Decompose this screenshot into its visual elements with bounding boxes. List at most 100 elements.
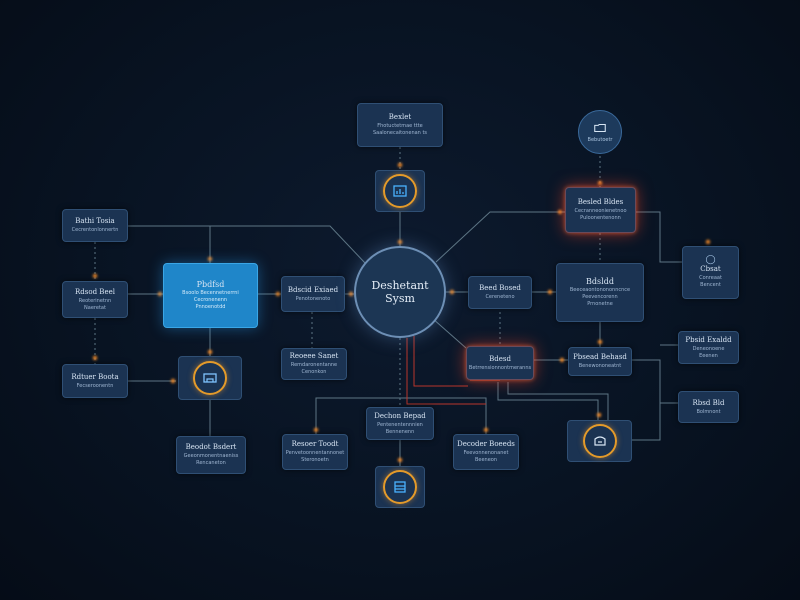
port-dot bbox=[557, 209, 563, 215]
connector bbox=[497, 382, 599, 420]
node-subtitle: Deneonoene Eeenen bbox=[692, 345, 725, 359]
connector bbox=[435, 211, 565, 263]
node-subtitle: Cecrentonlonnertn bbox=[71, 227, 119, 233]
node-right-small[interactable]: Pbsead Behasd Benewononeatnt bbox=[568, 347, 632, 376]
node-subtitle: Beeceaontonononncnce Peevencorenn Prnone… bbox=[569, 287, 631, 307]
port-dot bbox=[597, 180, 603, 186]
connector bbox=[315, 397, 487, 434]
node-title: Pbsid Exaldd bbox=[685, 335, 732, 344]
node-title: Bdscid Exiaed bbox=[287, 285, 339, 294]
port-dot bbox=[348, 291, 354, 297]
red-connector bbox=[406, 338, 486, 405]
network-icon: ◯ bbox=[705, 255, 716, 265]
node-mid-left-2[interactable]: Reoeee Sanet Remdaronentanne Cenonkon bbox=[281, 348, 347, 380]
port-dot bbox=[207, 256, 213, 262]
node-title: Pbsead Behasd bbox=[573, 353, 627, 361]
folder-icon bbox=[594, 123, 606, 133]
node-far-right-1[interactable]: ◯ Cbsat Conreaat Bencent bbox=[682, 246, 739, 299]
port-dot bbox=[596, 412, 602, 418]
database-icon bbox=[383, 470, 417, 504]
node-subtitle: Benewononeatnt bbox=[578, 363, 622, 369]
monitor-icon bbox=[193, 361, 227, 395]
node-subtitle: Cereneteno bbox=[485, 294, 515, 300]
port-dot bbox=[397, 239, 403, 245]
node-title: Bathi Tosia bbox=[75, 217, 115, 225]
node-subtitle: Penotonenoto bbox=[295, 295, 331, 302]
port-dot bbox=[559, 357, 565, 363]
icon-box-left[interactable] bbox=[178, 356, 242, 400]
icon-box-right[interactable] bbox=[567, 420, 632, 462]
node-bottom-mid-1[interactable]: Resoer Toodt Penvetoonnentannonet Steron… bbox=[282, 434, 348, 470]
node-top[interactable]: Bexlet Fhotuctetmae ttte Saalonecaitonen… bbox=[357, 103, 443, 147]
node-title: Rbsd Bld bbox=[692, 398, 725, 407]
node-bottom-left[interactable]: Beodot Bsdert Geeonmonentnaeniss Rencane… bbox=[176, 436, 246, 474]
port-dot bbox=[597, 339, 603, 345]
node-title: Reoeee Sanet bbox=[289, 352, 339, 360]
node-title: Bdsldd bbox=[586, 277, 614, 286]
node-left-1[interactable]: Bathi Tosia Cecrentonlonnertn bbox=[62, 209, 128, 242]
node-top-right[interactable]: Besled Bldes Cecranneonienetnoo Puloonen… bbox=[565, 187, 636, 233]
connector bbox=[507, 382, 609, 420]
port-dot bbox=[313, 427, 319, 433]
node-subtitle: Penvetoonnentannonet Steronoetn bbox=[285, 450, 345, 463]
port-dot bbox=[449, 289, 455, 295]
node-title: Rdsod Beel bbox=[75, 287, 115, 296]
port-dot bbox=[705, 239, 711, 245]
port-dot bbox=[397, 457, 403, 463]
port-dot bbox=[207, 349, 213, 355]
port-dot bbox=[275, 291, 281, 297]
node-subtitle: Geeonmonentnaeniss Rencaneton bbox=[183, 453, 239, 466]
node-subtitle: Bsoolo Becennetnerrni Cecronenenn Pnnoen… bbox=[182, 290, 239, 310]
port-dot bbox=[92, 355, 98, 361]
node-left-2[interactable]: Rdsod Beel Reoterinetnn Naeretat bbox=[62, 281, 128, 318]
node-accent[interactable]: Pbdfsd Bsoolo Becennetnerrni Cecronenenn… bbox=[163, 263, 258, 328]
node-subtitle: Cecranneonienetnoo Puloonentenonn bbox=[574, 208, 627, 221]
port-dot bbox=[92, 273, 98, 279]
node-bottom-center[interactable]: Dechon Bepad Pentenentennnien Bennenenn bbox=[366, 407, 434, 440]
node-title: Cbsat bbox=[700, 265, 721, 273]
node-subtitle: Fhotuctetmae ttte Saalonecaitonenan ts bbox=[372, 123, 428, 136]
node-right-mid[interactable]: Beed Bosed Cereneteno bbox=[468, 276, 532, 309]
port-dot bbox=[157, 291, 163, 297]
port-dot bbox=[397, 162, 403, 168]
port-dot bbox=[483, 427, 489, 433]
node-right-large[interactable]: Bdsldd Beeceaontonononncnce Peevencorenn… bbox=[556, 263, 644, 322]
node-title: Besled Bldes bbox=[577, 198, 624, 206]
node-title: Dechon Bepad bbox=[374, 411, 426, 420]
icon-box-top[interactable] bbox=[375, 170, 425, 212]
node-subtitle: Betrrensionnontmeranns bbox=[468, 364, 532, 371]
badge-node[interactable]: Bebutoetr bbox=[578, 110, 622, 154]
node-title: Pbdfsd bbox=[196, 280, 225, 289]
node-title: Rdtuer Boota bbox=[71, 372, 119, 381]
node-subtitle: Remdaronentanne Cenonkon bbox=[290, 362, 338, 375]
node-subtitle: Bolmnont bbox=[696, 408, 721, 415]
node-bottom-mid-2[interactable]: Decoder Boeeds Feevonnenonanet Beeneon bbox=[453, 434, 519, 470]
central-hub[interactable]: Deshetant Sysm bbox=[354, 246, 446, 338]
node-title: Resoer Toodt bbox=[291, 440, 339, 448]
connector bbox=[636, 211, 682, 263]
port-dot bbox=[170, 378, 176, 384]
connector bbox=[431, 317, 467, 349]
node-mid-left[interactable]: Bdscid Exiaed Penotonenoto bbox=[281, 276, 345, 312]
badge-label: Bebutoetr bbox=[587, 137, 613, 143]
node-subtitle: Fecseroonentn bbox=[76, 382, 114, 389]
node-title: Bdesd bbox=[489, 354, 511, 363]
connector bbox=[128, 225, 367, 265]
node-red-center[interactable]: Bdesd Betrrensionnontmeranns bbox=[466, 346, 534, 380]
connector bbox=[632, 359, 661, 441]
node-subtitle: Reoterinetnn Naeretat bbox=[78, 297, 112, 311]
node-far-right-2[interactable]: Pbsid Exaldd Deneonoene Eeenen bbox=[678, 331, 739, 364]
node-left-3[interactable]: Rdtuer Boota Fecseroonentn bbox=[62, 364, 128, 398]
chart-icon bbox=[383, 174, 417, 208]
node-subtitle: Pentenentennnien Bennenenn bbox=[377, 421, 423, 435]
node-title: Beed Bosed bbox=[479, 284, 521, 292]
node-title: Decoder Boeeds bbox=[457, 440, 515, 448]
node-subtitle: Feevonnenonanet Beeneon bbox=[463, 450, 509, 463]
icon-box-bottom[interactable] bbox=[375, 466, 425, 508]
node-far-right-3[interactable]: Rbsd Bld Bolmnont bbox=[678, 391, 739, 423]
node-title: Beodot Bsdert bbox=[185, 443, 237, 451]
node-subtitle: Conreaat Bencent bbox=[699, 275, 722, 288]
storage-icon bbox=[582, 424, 617, 458]
node-title: Bexlet bbox=[388, 113, 412, 121]
